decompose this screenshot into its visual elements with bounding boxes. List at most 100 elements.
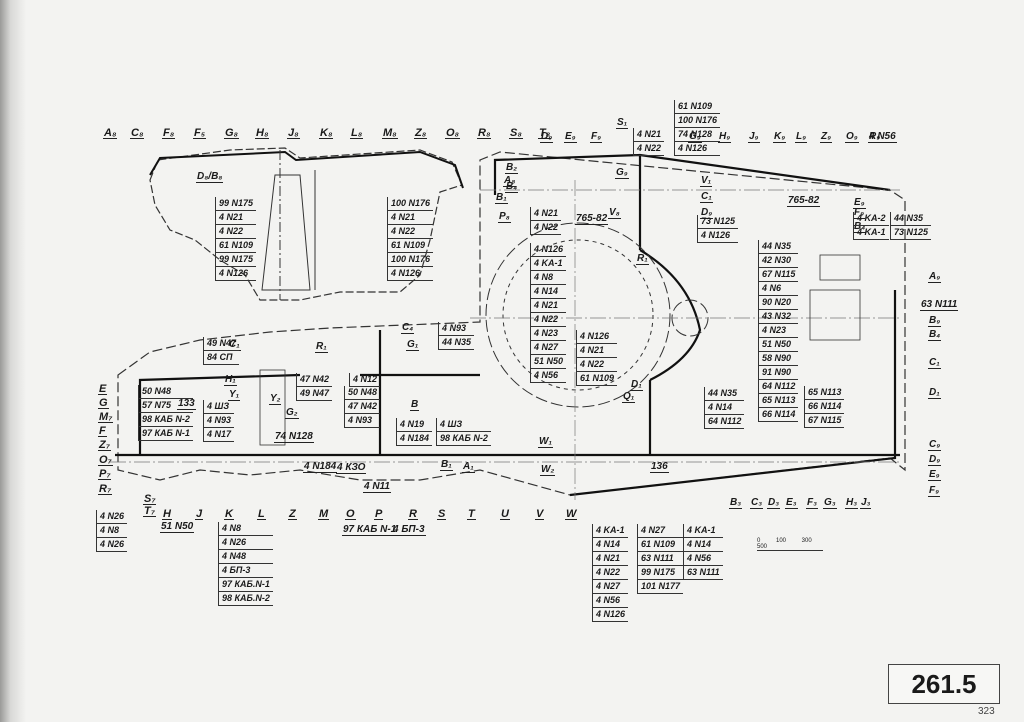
wire-label: 51 N50: [531, 355, 567, 369]
callout-label: G₉: [615, 167, 629, 179]
wire-label: 100 N176: [675, 114, 721, 128]
wire-label: 4 N17: [204, 428, 235, 442]
bottom-right-label: C₃: [750, 497, 764, 509]
wire-label: 50 N48: [139, 385, 193, 399]
wire-label: 4 N21: [216, 211, 257, 225]
wire-label: 51 N50: [759, 338, 799, 352]
callout-label: A₈: [503, 175, 517, 187]
left-label: Z₇: [98, 439, 111, 451]
wire-label: 4 N126: [531, 243, 567, 257]
wire-label: 99 N175: [216, 197, 257, 211]
callout-label: D₁: [630, 379, 643, 391]
wire-label: 4 N26: [97, 510, 128, 524]
wire-label: 4 N27: [531, 341, 567, 355]
right-top-label: E₉: [564, 131, 577, 143]
wire-label: 4 N22: [531, 221, 562, 235]
right-top-label: L₉: [795, 131, 808, 143]
right-top-label: Z₉: [820, 131, 833, 143]
callout-label: E₉: [853, 197, 866, 209]
wire-label: 101 N177: [638, 580, 684, 594]
turret-outline: [149, 147, 463, 301]
fighting-compartment-circle: [485, 222, 709, 408]
wire-label: 49 N47: [297, 387, 333, 401]
wire-label: 65 N113: [805, 386, 845, 400]
wire-label: 4 N126: [388, 267, 434, 281]
left-label: E: [98, 383, 108, 395]
wire-label: 58 N90: [759, 352, 799, 366]
wire-label: 4 N56: [593, 594, 629, 608]
wire-label: 44 N35: [891, 212, 932, 226]
right-label: A₉: [928, 271, 942, 283]
top-label: F₅: [193, 127, 207, 139]
bottom-label: U: [500, 508, 510, 520]
top-label: K₈: [319, 127, 334, 139]
wire-label: 4 N21: [634, 128, 665, 142]
right-label: B₄: [928, 329, 942, 341]
wire-label: 4 N14: [705, 401, 745, 415]
wire-label: 4 ШЗ: [204, 400, 235, 414]
callout-label: 765-82: [575, 213, 609, 225]
wire-label: 4 KA-1: [684, 524, 723, 538]
bottom-label: O: [345, 508, 356, 520]
wire-label: 47 N42: [297, 373, 333, 387]
callout-label: 133: [177, 398, 196, 410]
right-top-label: H₉: [718, 131, 732, 143]
main-cables: [115, 153, 900, 497]
wire-label: 61 N109: [577, 372, 618, 386]
top-label: O₈: [445, 127, 461, 139]
callout-label: 765-82: [787, 195, 821, 207]
wire-label: 100 N176: [388, 253, 434, 267]
top-label: T₈: [538, 127, 552, 139]
wire-label: 73 N125: [891, 226, 932, 240]
wire-label: 47 N42: [345, 400, 381, 414]
callout-label: D₉: [700, 207, 714, 219]
bottom-right-label: H₃: [845, 497, 859, 509]
top-label: F₈: [162, 127, 176, 139]
callout-label: 4 БП-3: [392, 524, 426, 536]
callout-label: 4 N56: [868, 131, 897, 143]
wire-label: 4 N56: [531, 369, 567, 383]
left-label: T₇: [143, 505, 156, 517]
scale-bar: 0 100 300 500: [757, 538, 823, 551]
callout-label: D₈/B₈: [196, 171, 224, 183]
wire-label: 67 N115: [759, 268, 799, 282]
figure-number: 261.5: [888, 664, 1000, 704]
centerlines: [110, 180, 900, 500]
callout-label: Y₁: [228, 389, 241, 401]
wire-label: 4 N21: [531, 207, 562, 221]
top-label: L₈: [350, 127, 364, 139]
scan-shadow: [0, 0, 26, 722]
callout-label: Q₁: [622, 391, 636, 403]
wire-label: 4 N23: [759, 324, 799, 338]
wire-label: 90 N20: [759, 296, 799, 310]
bottom-label: S: [437, 508, 447, 520]
wire-label: 4 N8: [219, 522, 273, 536]
wire-label: 4 N22: [634, 142, 665, 156]
turret-ring: [261, 150, 316, 300]
bottom-right-label: F₃: [806, 497, 818, 509]
wire-label: 4 N93: [204, 414, 235, 428]
wire-label: 4 N8: [97, 524, 128, 538]
callout-label: 97 КАБ N-1: [342, 524, 398, 536]
wire-label: 4 N27: [593, 580, 629, 594]
wire-label: 50 N48: [345, 386, 381, 400]
callout-label: 4 N11: [363, 481, 391, 493]
wire-label: 97 КАБ.N-1: [219, 578, 273, 592]
callout-label: B: [410, 399, 420, 411]
callout-label: V₈: [608, 207, 621, 219]
wire-label: 4 N22: [531, 313, 567, 327]
turret-cable: [149, 150, 464, 189]
wire-label: 4 KA-1: [531, 257, 567, 271]
callout-label: A₁: [462, 461, 475, 473]
wire-label: 61 N109: [638, 538, 684, 552]
wire-label: 65 N113: [759, 394, 799, 408]
